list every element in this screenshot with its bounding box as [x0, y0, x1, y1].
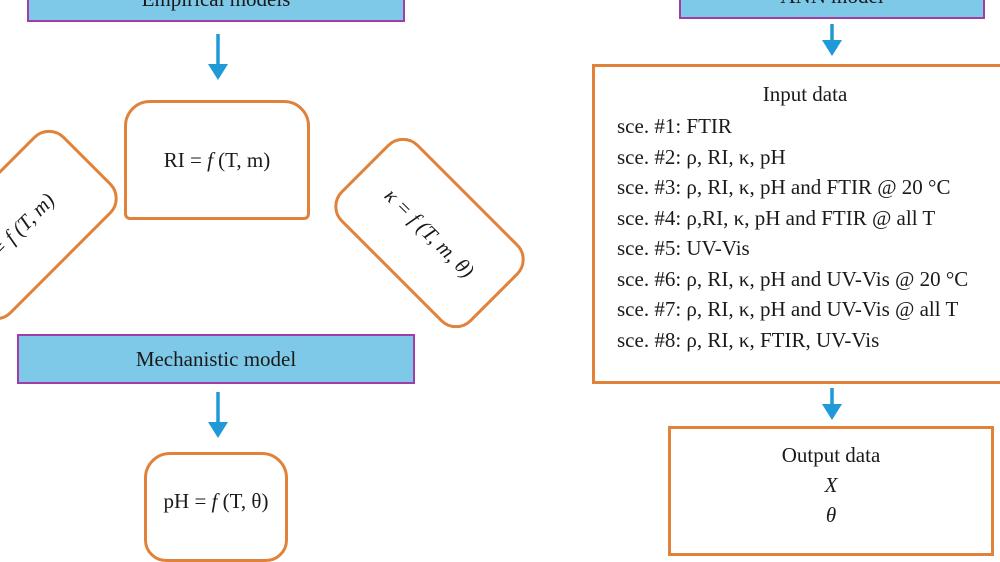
- scenario-item: sce. #5: UV-Vis: [617, 236, 750, 260]
- arrow-down-icon: [208, 34, 228, 80]
- input-data-box: Input data sce. #1: FTIR sce. #2: ρ, RI,…: [592, 64, 1000, 384]
- output-item-theta: θ: [825, 503, 837, 527]
- ph-box: pH = f (T, θ): [144, 452, 288, 562]
- output-data-box: Output data X θ: [668, 426, 994, 556]
- scenario-list: sce. #1: FTIR sce. #2: ρ, RI, κ, pH sce.…: [617, 111, 968, 355]
- output-data-title: Output data: [781, 443, 881, 467]
- ann-model-label: ANN model: [780, 0, 883, 9]
- ann-model-header: ANN model: [679, 0, 985, 19]
- ph-formula: pH = f (T, θ): [163, 489, 269, 513]
- empirical-box-left-formula: = f (T, m): [0, 187, 60, 262]
- ri-formula: RI = f (T, m): [163, 147, 271, 172]
- empirical-box-left: = f (T, m): [0, 120, 127, 330]
- empirical-models-header: Empirical models: [27, 0, 405, 22]
- output-item-x: X: [824, 473, 838, 497]
- empirical-box-center: RI = f (T, m): [124, 100, 310, 220]
- scenario-item: sce. #2: ρ, RI, κ, pH: [617, 144, 786, 169]
- empirical-box-right: κ = f (T, m, θ): [325, 128, 534, 338]
- arrow-down-icon: [822, 24, 842, 56]
- input-data-title: Input data: [762, 82, 848, 106]
- arrow-down-icon: [208, 392, 228, 438]
- scenario-item: sce. #3: ρ, RI, κ, pH and FTIR @ 20 °C: [617, 175, 951, 199]
- mechanistic-model-header: Mechanistic model: [17, 334, 415, 384]
- mechanistic-model-label: Mechanistic model: [135, 346, 297, 371]
- scenario-item: sce. #6: ρ, RI, κ, pH and UV-Vis @ 20 °C: [617, 266, 969, 291]
- arrow-down-icon: [822, 388, 842, 420]
- scenario-item: sce. #1: FTIR: [617, 114, 732, 138]
- kappa-formula: κ = f (T, m, θ): [380, 182, 480, 283]
- scenario-item: sce. #7: ρ, RI, κ, pH and UV-Vis @ all T: [617, 297, 959, 321]
- scenario-item: sce. #4: ρ,RI, κ, pH and FTIR @ all T: [617, 205, 936, 230]
- empirical-models-label: Empirical models: [142, 0, 291, 12]
- scenario-item: sce. #8: ρ, RI, κ, FTIR, UV-Vis: [617, 327, 880, 352]
